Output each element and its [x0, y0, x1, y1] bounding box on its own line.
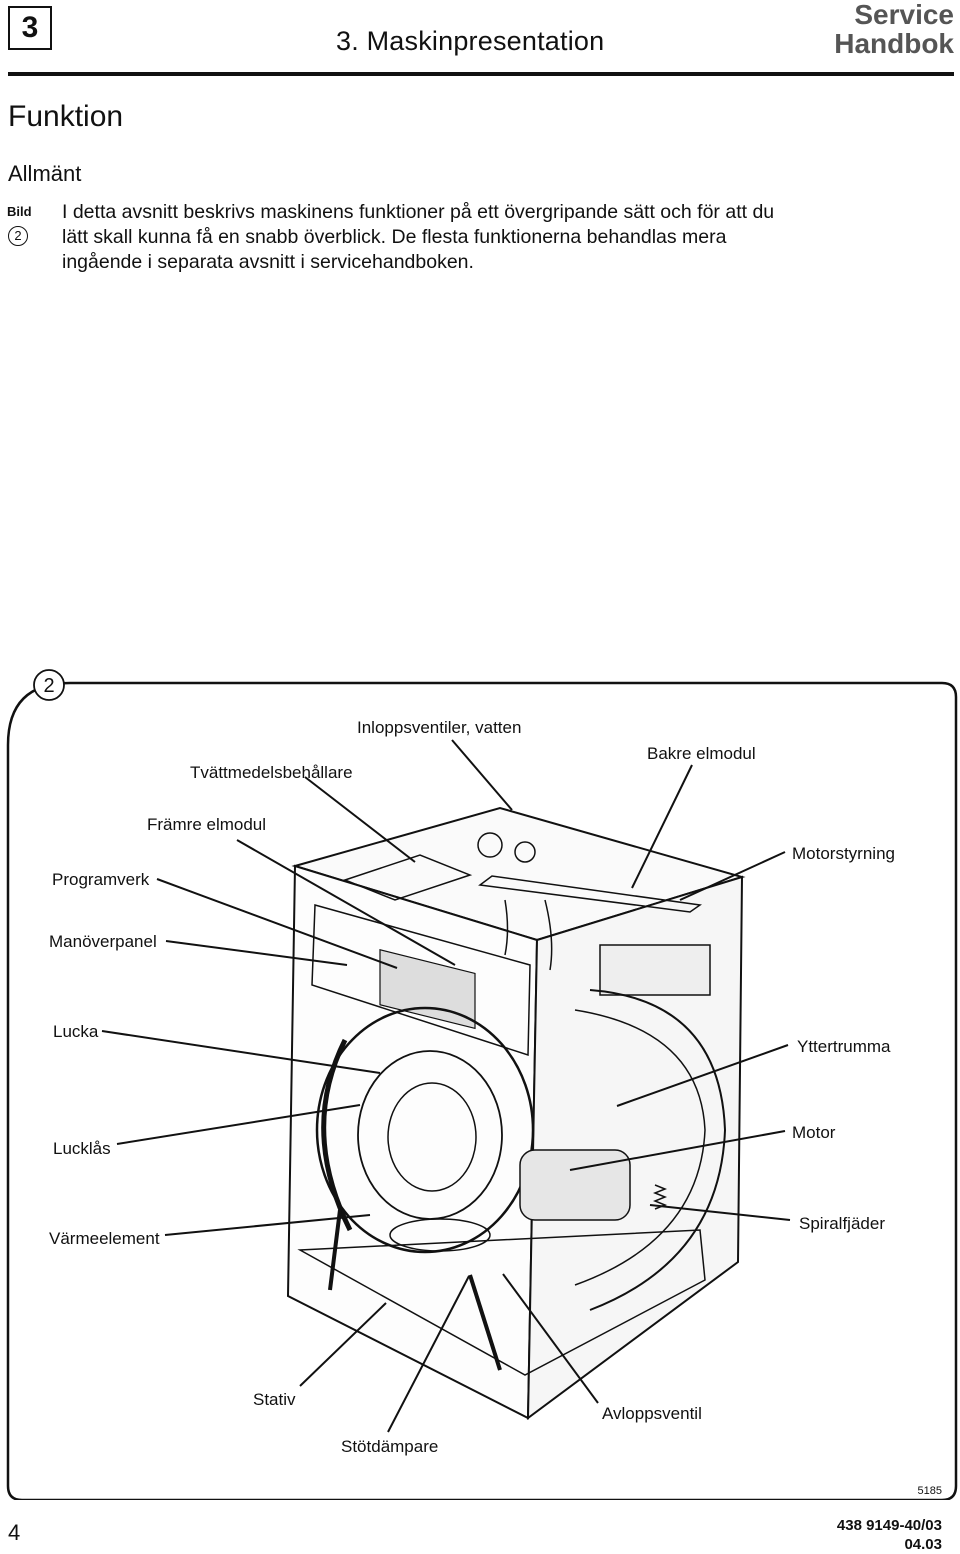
label-stotdampare: Stötdämpare: [341, 1437, 438, 1456]
label-motorstyrning: Motorstyrning: [792, 844, 895, 863]
label-lucklas: Lucklås: [53, 1139, 111, 1158]
brand-line-2: Handbok: [834, 28, 954, 59]
chapter-number-box: 3: [8, 6, 52, 50]
label-stativ: Stativ: [253, 1390, 296, 1409]
base-frame: [297, 1229, 706, 1376]
figure-washing-machine: 2: [6, 669, 958, 1500]
document-number: 438 9149-40/03: [836, 1517, 942, 1534]
label-tvattmedelsbehallare: Tvättmedelsbehållare: [190, 763, 353, 782]
subheading: Allmänt: [8, 161, 82, 186]
detergent-box: [342, 854, 473, 901]
door-seal: [321, 1038, 353, 1232]
motor-body: [519, 1149, 631, 1221]
label-avloppsventil: Avloppsventil: [602, 1404, 702, 1423]
section-title: 3. Maskinpresentation: [336, 26, 605, 56]
page-heading: Funktion: [8, 100, 124, 133]
damper-left: [328, 1209, 342, 1291]
spring: [652, 1184, 668, 1210]
program-board: [379, 948, 476, 1030]
label-framre-elmodul: Främre elmodul: [147, 815, 266, 834]
figure-number: 2: [43, 675, 54, 697]
door-glass: [387, 1082, 477, 1192]
inlet-valves: [477, 832, 553, 971]
label-programverk: Programverk: [52, 870, 150, 889]
label-yttertrumma: Yttertrumma: [797, 1037, 891, 1056]
header-rule: [8, 72, 954, 76]
damper-right: [468, 1274, 502, 1371]
label-spiralfjader: Spiralfjäder: [799, 1214, 885, 1233]
label-inloppsventiler: Inloppsventiler, vatten: [357, 718, 521, 737]
brand-title: Service Handbok: [834, 0, 954, 58]
figure-number-circle: [33, 669, 65, 701]
label-bakre-elmodul: Bakre elmodul: [647, 744, 756, 763]
brand-line-1: Service: [854, 0, 954, 30]
outer-drum-inner: [574, 1009, 706, 1286]
control-panel: [311, 904, 531, 1057]
door-outer: [315, 1006, 535, 1254]
label-lucka: Lucka: [53, 1022, 99, 1041]
heater: [389, 1218, 491, 1252]
leader-lines: [101, 739, 791, 1433]
label-motor: Motor: [792, 1123, 836, 1142]
page-number: 4: [8, 1520, 21, 1545]
document-date: 04.03: [904, 1536, 942, 1553]
rear-module-box: [599, 944, 711, 996]
figure-ref-label: Bild: [7, 204, 32, 219]
figure-ref-number: 2: [8, 226, 28, 246]
outer-drum: [589, 989, 727, 1311]
machine-illustration: [286, 806, 746, 1421]
document-id: 438 9149-40/03 04.03: [837, 1516, 942, 1554]
label-manoverpanel: Manöverpanel: [49, 932, 157, 951]
intro-paragraph: I detta avsnitt beskrivs maskinens funkt…: [62, 201, 775, 273]
figure-image-id: 5185: [918, 1485, 942, 1497]
label-varmeelement: Värmeelement: [49, 1229, 160, 1248]
top-beam: [478, 875, 702, 913]
